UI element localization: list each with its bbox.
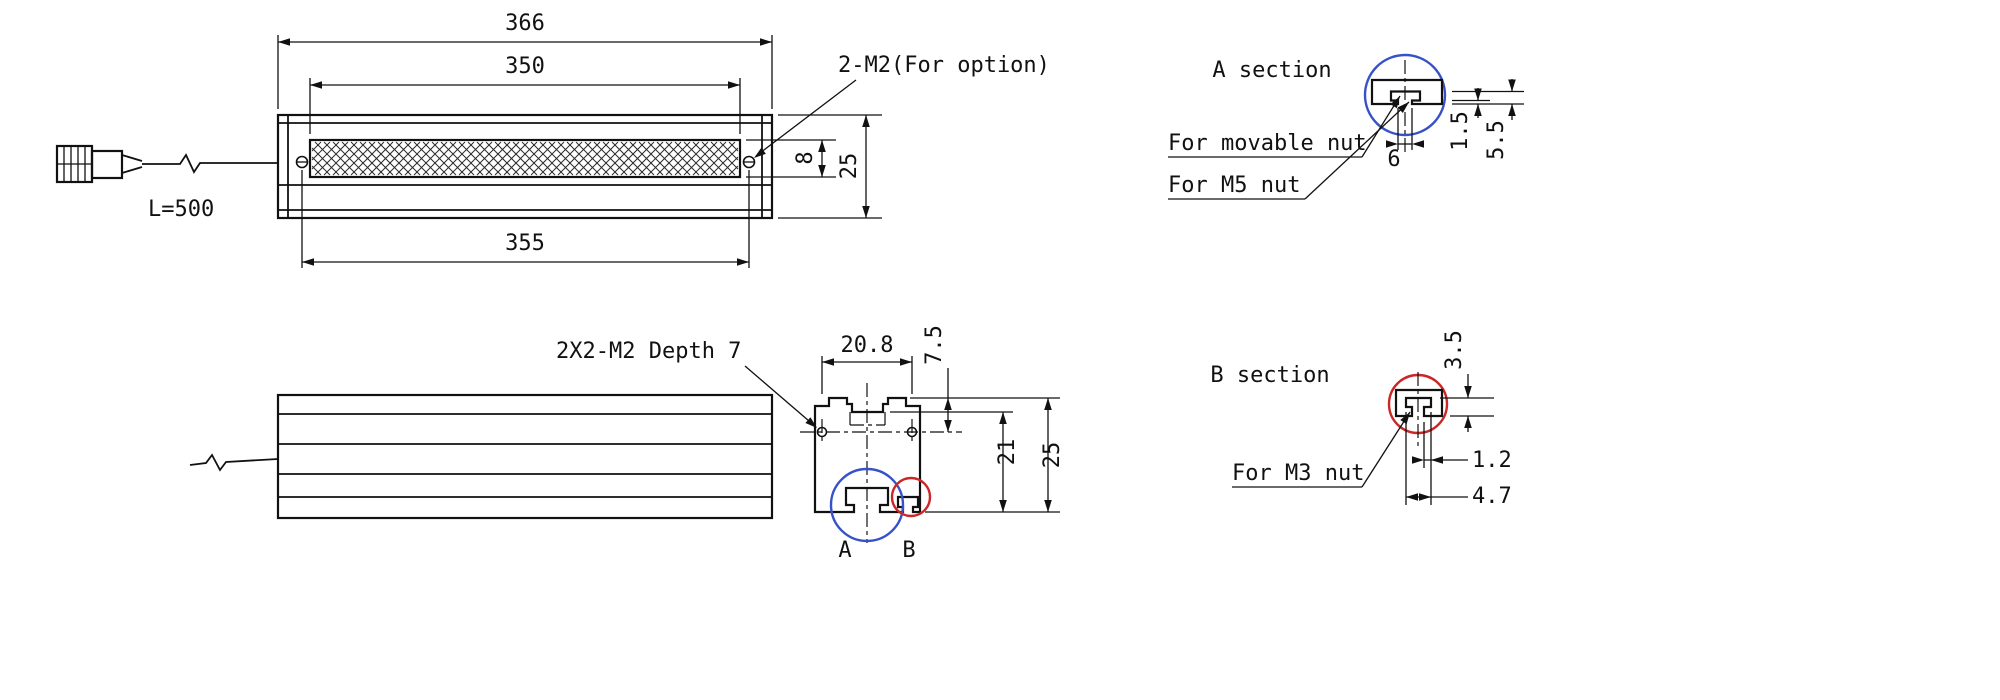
section-b-marker-label: B bbox=[902, 538, 915, 563]
section-a-marker-label: A bbox=[838, 538, 851, 563]
dim-slot-opening: 6 bbox=[1387, 147, 1400, 172]
detail-b-slot-profile bbox=[1394, 388, 1444, 418]
cable-length-label: L=500 bbox=[148, 197, 214, 222]
detail-a-title: A section bbox=[1212, 58, 1331, 83]
dim-slot-depth: 5.5 bbox=[1484, 120, 1509, 160]
extrusion-profile bbox=[813, 396, 922, 514]
dim-lip-width-b: 1.2 bbox=[1472, 448, 1512, 473]
cross-section-dimensions: 2X2-M2 Depth 7 20.8 7.5 21 25 bbox=[556, 325, 1065, 513]
detail-b-view: B section For M3 nut 3.5 1.2 4.7 bbox=[1210, 330, 1511, 509]
mount-holes-leader bbox=[744, 365, 817, 428]
option-holes-label: 2-M2(For option) bbox=[838, 53, 1050, 78]
dim-window-height: 8 bbox=[793, 151, 818, 164]
dim-hole-offset: 7.5 bbox=[922, 325, 947, 365]
cable-assembly bbox=[55, 144, 278, 184]
front-view-dimensions: 366 350 355 8 25 2-M2(For option) L=500 bbox=[148, 11, 1050, 268]
front-view: 366 350 355 8 25 2-M2(For option) L=500 bbox=[55, 11, 1050, 268]
dim-body-height: 25 bbox=[837, 153, 862, 180]
dim-slot-width-b: 4.7 bbox=[1472, 484, 1512, 509]
cross-section-view: 2X2-M2 Depth 7 20.8 7.5 21 25 A B bbox=[556, 325, 1065, 563]
dim-slot-depth-b: 3.5 bbox=[1442, 330, 1467, 370]
dimension-arrowheads bbox=[278, 38, 1516, 512]
cable-wire bbox=[142, 153, 278, 174]
dim-window-width: 350 bbox=[505, 54, 545, 79]
m3-nut-leader bbox=[1361, 411, 1411, 488]
front-view-body bbox=[276, 113, 774, 220]
detail-b-title: B section bbox=[1210, 363, 1329, 388]
m3-nut-label: For M3 nut bbox=[1232, 461, 1364, 486]
dim-overall-width: 366 bbox=[505, 11, 545, 36]
side-view-cable bbox=[189, 453, 279, 472]
dim-hole-span: 20.8 bbox=[841, 333, 894, 358]
detail-a-slot-profile bbox=[1370, 78, 1444, 106]
detail-a-circle bbox=[1363, 53, 1447, 137]
movable-nut-label: For movable nut bbox=[1168, 131, 1367, 156]
side-view bbox=[189, 393, 774, 520]
crosshatch-area bbox=[311, 141, 739, 176]
light-window bbox=[308, 138, 742, 179]
detail-b-annotations: For M3 nut 3.5 1.2 4.7 bbox=[1232, 330, 1512, 509]
m5-nut-label: For M5 nut bbox=[1168, 173, 1300, 198]
detail-a-view: A section For movable nut For M5 nut 6 1… bbox=[1168, 53, 1524, 200]
dim-groove-to-bottom: 21 bbox=[995, 439, 1020, 466]
section-b-marker-circle bbox=[890, 476, 932, 518]
mount-holes-label: 2X2-M2 Depth 7 bbox=[556, 339, 741, 364]
section-a-marker-circle bbox=[829, 467, 905, 543]
detail-a-annotations: For movable nut For M5 nut 6 1.5 5.5 bbox=[1168, 79, 1524, 200]
dim-lip-depth: 1.5 bbox=[1448, 111, 1473, 151]
option-holes-leader bbox=[755, 79, 857, 157]
dim-hole-span: 355 bbox=[505, 231, 545, 256]
dim-section-height: 25 bbox=[1040, 442, 1065, 469]
m5-nut-leader bbox=[1304, 101, 1410, 200]
